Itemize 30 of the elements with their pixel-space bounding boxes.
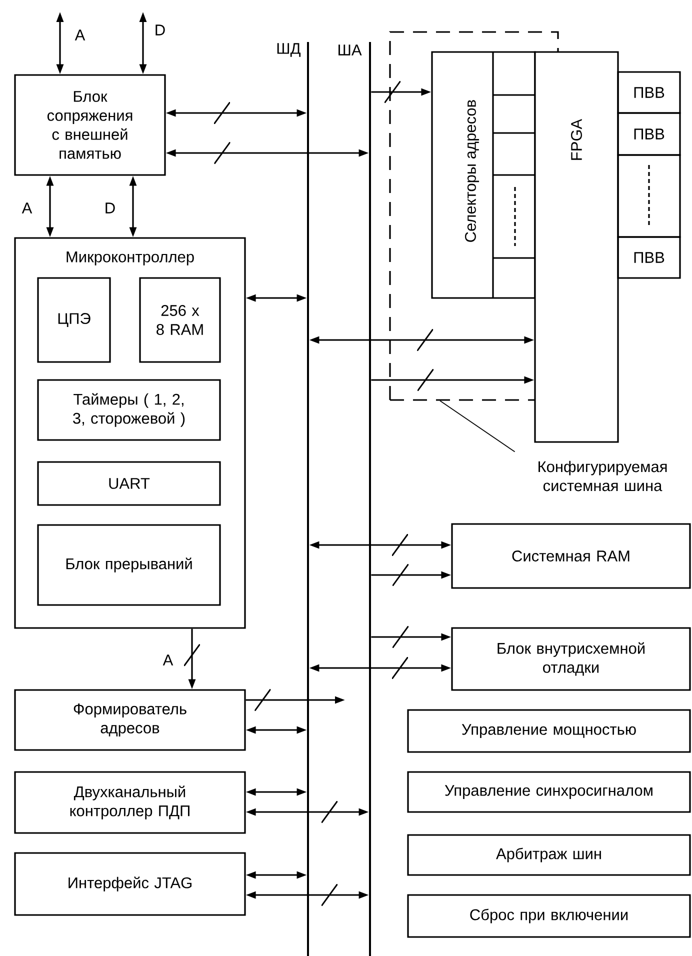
module-box: Формирователь адресов bbox=[14, 689, 246, 751]
module-box: 256 x 8 RAM bbox=[139, 277, 221, 363]
leader-line bbox=[440, 400, 516, 452]
module-box: Двухканальный контроллер ПДП bbox=[14, 771, 246, 834]
edge-label: D bbox=[106, 202, 115, 214]
module-box: Таймеры ( 1, 2, 3, сторожевой ) bbox=[37, 379, 221, 441]
edge-label: A bbox=[162, 654, 174, 666]
bus-line: ШД bbox=[277, 42, 309, 956]
module-box: Системная RAM bbox=[451, 523, 691, 589]
module-box: UART bbox=[37, 461, 221, 506]
bus-line: ША bbox=[338, 42, 371, 956]
module-box: Арбитраж шин bbox=[407, 834, 691, 876]
module-box: ЦПЭ bbox=[37, 277, 111, 363]
port-box: ПВВ bbox=[617, 71, 681, 114]
edge-label: A bbox=[74, 30, 86, 40]
edge-label: A bbox=[22, 202, 32, 214]
module-box: Интерфейс JTAG bbox=[14, 852, 246, 916]
callout-text: Конфигурируемая системная шина bbox=[538, 460, 667, 492]
port-box: ПВВ bbox=[617, 112, 681, 156]
fpga-box: FPGA bbox=[534, 51, 619, 443]
selector-block: Селекторы адресов bbox=[431, 51, 536, 299]
port-box: ПВВ bbox=[617, 236, 681, 279]
module-box: Управление мощностью bbox=[407, 709, 691, 753]
module-box: Блок сопряжения с внешней памятью bbox=[14, 74, 166, 176]
module-box: Блок внутрисхемной отладки bbox=[451, 627, 691, 691]
module-box: Блок прерываний bbox=[37, 524, 221, 606]
empty-box bbox=[617, 154, 681, 238]
module-box: Управление синхросигналом bbox=[407, 771, 691, 813]
module-box: Сброс при включении bbox=[407, 894, 691, 938]
edge-label: D bbox=[156, 24, 165, 36]
